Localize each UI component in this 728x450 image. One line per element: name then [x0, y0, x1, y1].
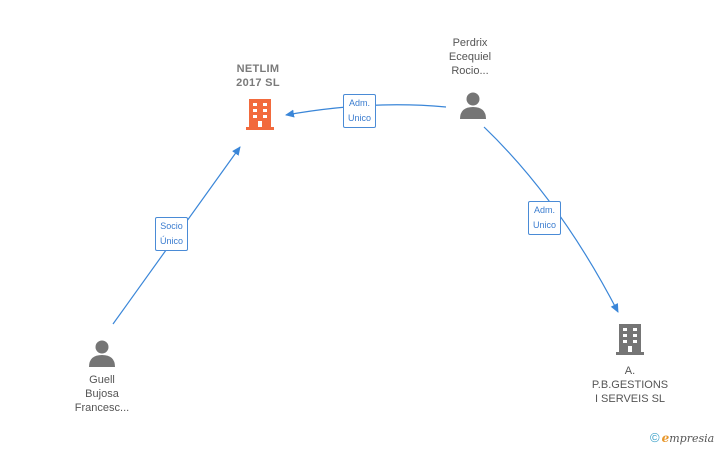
node-label-perdrix[interactable]: Perdrix Ecequiel Rocio... — [430, 36, 510, 78]
edge-badge-perdrix-netlim[interactable]: Adm. Unico — [343, 94, 377, 128]
edge-badge-line: Socio — [160, 221, 183, 231]
edge-badge-line: Unico — [533, 220, 557, 230]
brand-watermark: ©empresia — [650, 430, 714, 445]
node-label-line: P.B.GESTIONS — [591, 379, 669, 391]
edge-badge-line: Adm. — [349, 98, 371, 108]
edge-badge-line: Adm. — [534, 205, 556, 215]
edge-badge-perdrix-pbgestions[interactable]: Adm. Unico — [528, 201, 562, 235]
node-label-pbgestions[interactable]: A. P.B.GESTIONS I SERVEIS SL — [578, 364, 682, 406]
brand-logo-initial: e — [661, 431, 670, 445]
node-label-line: 2017 SL — [236, 77, 280, 89]
edge-badge-guell-netlim[interactable]: Socio Único — [155, 217, 189, 251]
node-label-line: Perdrix — [452, 37, 488, 49]
node-label-line: Bujosa — [85, 388, 119, 400]
node-label-line: A. — [624, 365, 636, 377]
edge-badge-line: Unico — [348, 113, 372, 123]
node-label-line: I SERVEIS SL — [594, 393, 666, 405]
person-icon[interactable] — [87, 338, 117, 368]
person-icon[interactable] — [458, 90, 488, 120]
node-label-line: Ecequiel — [448, 51, 492, 63]
node-label-line: Francesc... — [74, 402, 130, 414]
building-icon[interactable] — [244, 97, 276, 131]
building-icon[interactable] — [614, 322, 646, 356]
node-label-line: Rocio... — [451, 65, 489, 77]
edge-badge-line: Único — [160, 236, 184, 246]
brand-logo-text: mpresia — [669, 432, 715, 445]
copyright-symbol: © — [650, 430, 660, 445]
node-label-line: Guell — [89, 374, 115, 386]
node-label-guell[interactable]: Guell Bujosa Francesc... — [58, 373, 146, 415]
node-label-netlim[interactable]: NETLIM 2017 SL — [218, 62, 298, 90]
node-label-line: NETLIM — [236, 63, 280, 75]
